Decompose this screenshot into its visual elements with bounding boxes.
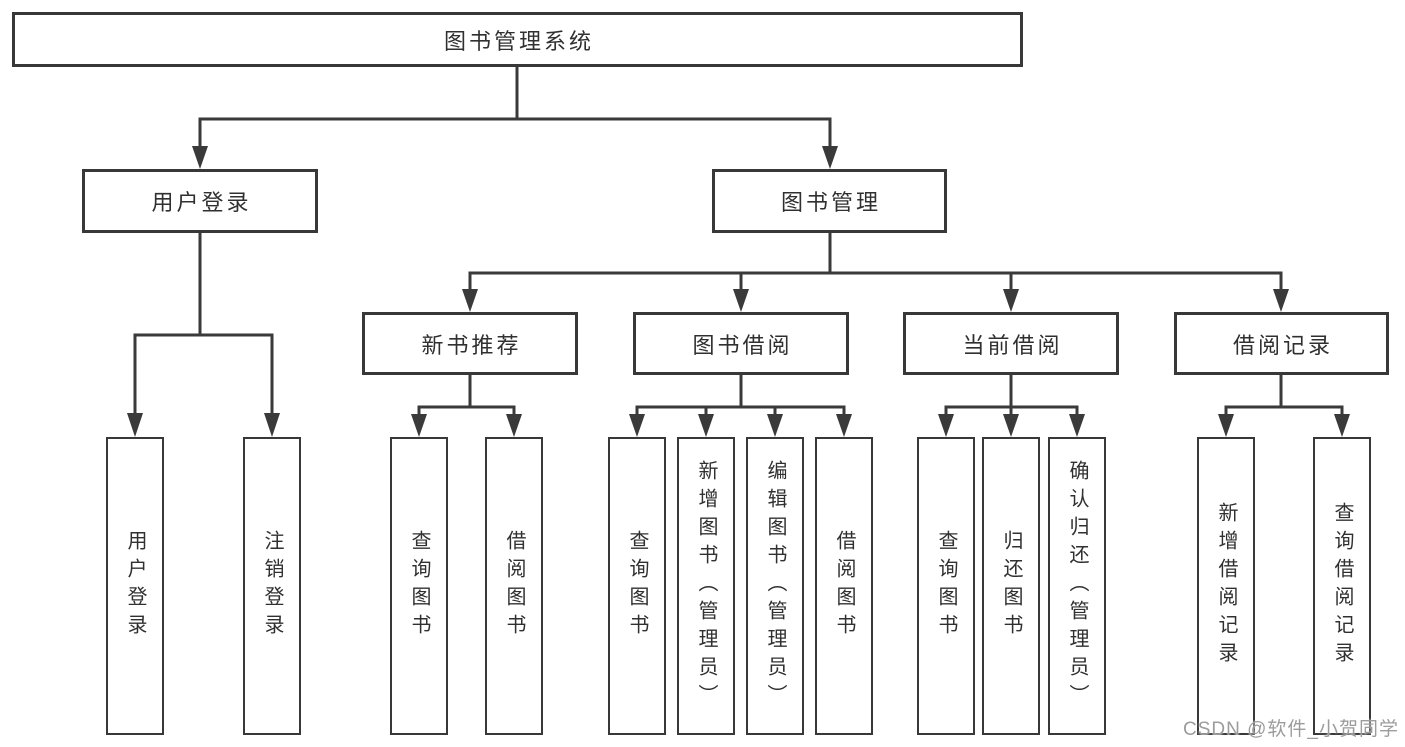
leaf-logout: 注销登录 bbox=[243, 437, 301, 735]
node-label: 用户登录 bbox=[124, 530, 146, 642]
node-label: 借阅图书 bbox=[503, 530, 525, 642]
node-label: 图书管理 bbox=[780, 190, 881, 215]
node-label: 编辑图书（管理员） bbox=[764, 460, 786, 712]
node-label: 用户登录 bbox=[151, 190, 252, 215]
node-book-borrow: 图书借阅 bbox=[633, 312, 849, 375]
node-label: 确认归还（管理员） bbox=[1066, 460, 1088, 712]
node-book-mgmt: 图书管理 bbox=[712, 169, 947, 233]
leaf-bb-borrow-books: 借阅图书 bbox=[815, 437, 873, 735]
edge-book-borrow-to-leaves bbox=[629, 375, 852, 437]
node-current-borrow: 当前借阅 bbox=[903, 312, 1119, 375]
edge-borrow-record-to-leaves bbox=[1218, 375, 1350, 437]
edge-book-mgmt-to-level3 bbox=[462, 233, 1289, 312]
node-label: 查询图书 bbox=[935, 530, 957, 642]
node-label: 查询图书 bbox=[408, 530, 430, 642]
node-label: 归还图书 bbox=[1000, 530, 1022, 642]
csdn-watermark: CSDN @软件_小贺同学 bbox=[1183, 719, 1399, 740]
leaf-cb-query-books: 查询图书 bbox=[917, 437, 975, 735]
edge-new-book-rec-to-leaves bbox=[411, 375, 522, 437]
node-new-book-rec: 新书推荐 bbox=[362, 312, 578, 375]
leaf-br-query-record: 查询借阅记录 bbox=[1313, 437, 1371, 735]
node-borrow-record: 借阅记录 bbox=[1174, 312, 1389, 375]
leaf-bb-edit-books-admin: 编辑图书（管理员） bbox=[746, 437, 804, 735]
node-label: 新增图书（管理员） bbox=[695, 460, 717, 712]
leaf-bb-add-books-admin: 新增图书（管理员） bbox=[677, 437, 735, 735]
edge-current-borrow-to-leaves bbox=[938, 375, 1085, 437]
leaf-bb-query-books: 查询图书 bbox=[608, 437, 666, 735]
node-label: 图书管理系统 bbox=[443, 28, 594, 54]
node-label: 新书推荐 bbox=[421, 332, 522, 358]
edge-root-to-level2 bbox=[192, 67, 838, 169]
node-label: 新增借阅记录 bbox=[1215, 502, 1237, 670]
leaf-nbr-borrow-books: 借阅图书 bbox=[485, 437, 543, 735]
node-label: 借阅图书 bbox=[833, 530, 855, 642]
node-label: 借阅记录 bbox=[1232, 332, 1333, 358]
node-label: 查询借阅记录 bbox=[1331, 502, 1353, 670]
node-label: 图书借阅 bbox=[692, 332, 793, 358]
node-label: 注销登录 bbox=[261, 530, 283, 642]
node-root: 图书管理系统 bbox=[12, 12, 1023, 67]
leaf-user-login: 用户登录 bbox=[106, 437, 164, 735]
node-label: 查询图书 bbox=[626, 530, 648, 642]
node-label: 当前借阅 bbox=[962, 332, 1063, 358]
node-user-login: 用户登录 bbox=[82, 169, 318, 233]
leaf-nbr-query-books: 查询图书 bbox=[390, 437, 448, 735]
leaf-cb-return-books: 归还图书 bbox=[982, 437, 1040, 735]
leaf-cb-confirm-return-admin: 确认归还（管理员） bbox=[1048, 437, 1106, 735]
edge-user-login-to-leaves bbox=[127, 233, 280, 437]
leaf-br-add-record: 新增借阅记录 bbox=[1197, 437, 1255, 735]
